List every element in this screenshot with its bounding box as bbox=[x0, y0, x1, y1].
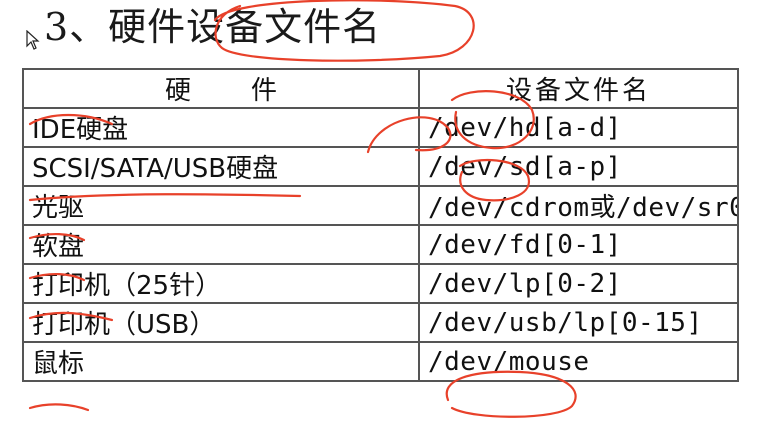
mouse-cursor-icon bbox=[26, 30, 40, 50]
device-cell: /dev/mouse bbox=[418, 341, 739, 382]
table-row: 打印机（25针） /dev/lp[0-2] bbox=[22, 263, 739, 304]
table-header-row: 硬件 设备文件名 bbox=[22, 68, 739, 109]
header-hardware: 硬件 bbox=[22, 68, 420, 109]
device-cell: /dev/sd[a-p] bbox=[418, 146, 739, 187]
hardware-cell: 软盘 bbox=[22, 224, 420, 265]
table-row: 打印机（USB） /dev/usb/lp[0-15] bbox=[22, 302, 739, 343]
header-device-file: 设备文件名 bbox=[418, 68, 739, 109]
device-file-table: 硬件 设备文件名 IDE硬盘 /dev/hd[a-d] SCSI/SATA/US… bbox=[22, 68, 739, 382]
hardware-cell: SCSI/SATA/USB硬盘 bbox=[22, 146, 420, 187]
table-row: 光驱 /dev/cdrom或/dev/sr0 bbox=[22, 185, 739, 226]
mouse-underline-annotation bbox=[28, 403, 90, 412]
hardware-cell: 光驱 bbox=[22, 185, 420, 226]
device-cell: /dev/lp[0-2] bbox=[418, 263, 739, 304]
device-cell: /dev/fd[0-1] bbox=[418, 224, 739, 265]
hardware-cell: IDE硬盘 bbox=[22, 107, 420, 148]
table-row: SCSI/SATA/USB硬盘 /dev/sd[a-p] bbox=[22, 146, 739, 187]
device-cell: /dev/hd[a-d] bbox=[418, 107, 739, 148]
device-cell: /dev/cdrom或/dev/sr0 bbox=[418, 185, 739, 226]
table-row: IDE硬盘 /dev/hd[a-d] bbox=[22, 107, 739, 148]
page-title: 3、硬件设备文件名 bbox=[44, 5, 382, 49]
table-row: 鼠标 /dev/mouse bbox=[22, 341, 739, 382]
device-cell: /dev/usb/lp[0-15] bbox=[418, 302, 739, 343]
hardware-cell: 鼠标 bbox=[22, 341, 420, 382]
table-row: 软盘 /dev/fd[0-1] bbox=[22, 224, 739, 265]
hardware-cell: 打印机（25针） bbox=[22, 263, 420, 304]
hardware-cell: 打印机（USB） bbox=[22, 302, 420, 343]
